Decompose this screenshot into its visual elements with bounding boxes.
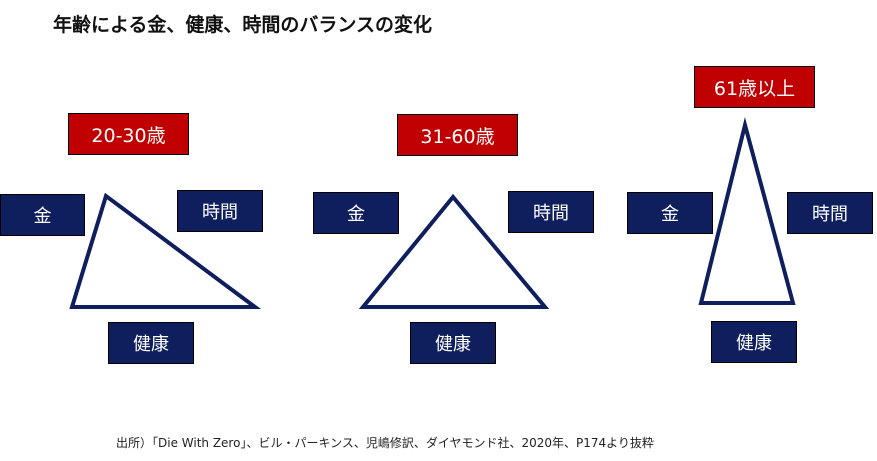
health-box-stage-3: 健康: [711, 321, 797, 363]
time-box-stage-3: 時間: [787, 192, 873, 234]
age-label-stage-3: 61歳以上: [694, 66, 815, 108]
time-box-stage-1: 時間: [177, 190, 263, 232]
money-box-stage-1: 金: [0, 194, 85, 236]
health-box-stage-1: 健康: [108, 322, 194, 364]
money-box-stage-2: 金: [313, 192, 399, 234]
balance-triangle-stage-2: [358, 193, 550, 309]
balance-triangle-stage-3: [698, 117, 796, 305]
balance-triangle-stage-1: [69, 192, 262, 309]
page-title: 年齢による金、健康、時間のバランスの変化: [53, 14, 433, 36]
time-box-stage-2: 時間: [508, 191, 594, 233]
health-box-stage-2: 健康: [410, 322, 496, 364]
money-box-stage-3: 金: [627, 192, 713, 234]
source-citation: 出所）「Die With Zero」、ビル・パーキンス、児嶋修訳、ダイヤモンド社…: [116, 436, 654, 450]
age-label-stage-2: 31-60歳: [397, 114, 518, 156]
age-label-stage-1: 20-30歳: [68, 113, 189, 155]
